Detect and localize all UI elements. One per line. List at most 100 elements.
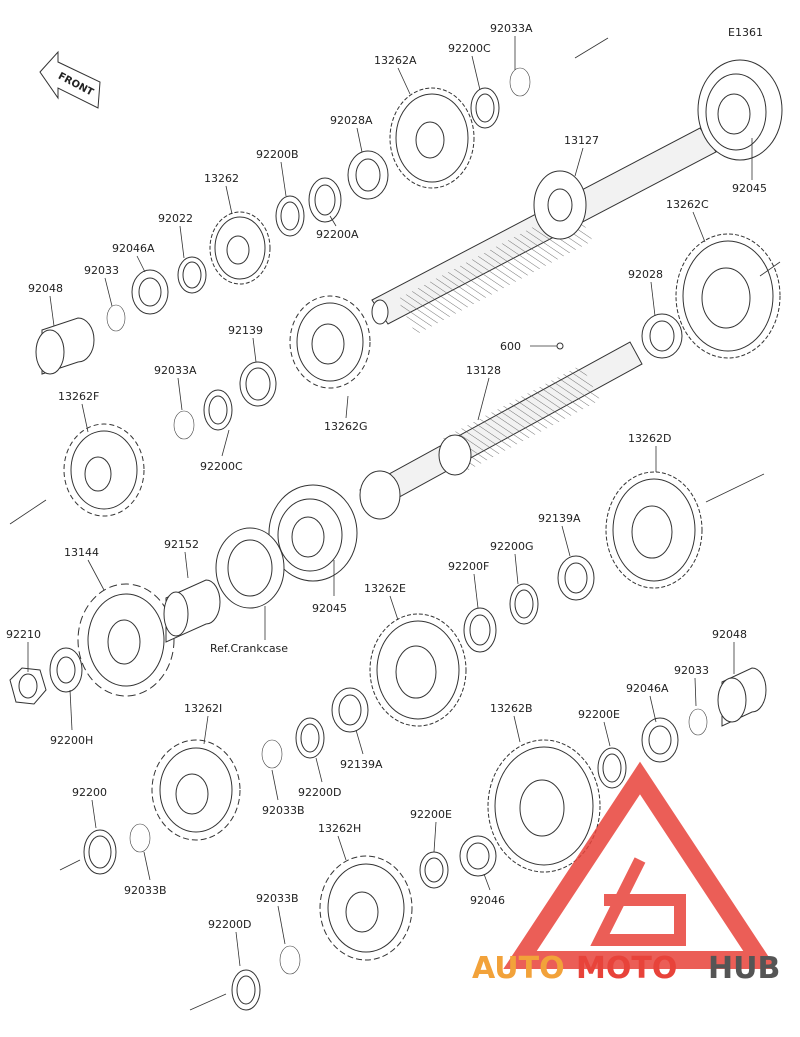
shaft-13127 <box>371 127 717 335</box>
collar-92152 <box>163 579 221 643</box>
label-13144: 13144 <box>64 546 99 559</box>
needle-bearing-92028A <box>347 150 389 200</box>
bearing-92045-top <box>697 59 783 161</box>
circlip-92033-right <box>688 708 708 736</box>
label-92200D-bot: 92200D <box>208 918 251 931</box>
ball-600 <box>556 342 564 350</box>
label-92022: 92022 <box>158 212 193 225</box>
circlip-92033B-bot <box>279 945 301 975</box>
label-13262D: 13262D <box>628 432 671 445</box>
gear-13262D <box>605 471 703 589</box>
washer-92200B <box>275 195 305 237</box>
label-92200A: 92200A <box>316 228 359 241</box>
oil-seal <box>215 527 285 609</box>
watermark-moto: MOTO <box>576 951 677 986</box>
label-13262A: 13262A <box>374 54 417 67</box>
label-92200C-mid: 92200C <box>200 460 243 473</box>
washer-92200H <box>49 647 83 693</box>
gear-13262G <box>289 295 371 389</box>
washer-92200 <box>83 829 117 875</box>
bearing-92045-mid <box>268 484 358 582</box>
watermark-logo-icon <box>503 761 777 969</box>
label-13262G: 13262G <box>324 420 368 433</box>
label-92200E-mid: 92200E <box>410 808 452 821</box>
label-92033B-mid: 92033B <box>262 804 305 817</box>
label-13262H: 13262H <box>318 822 361 835</box>
sprocket-13144 <box>77 583 175 697</box>
label-92152: 92152 <box>164 538 199 551</box>
front-arrow-icon: FRONT <box>39 50 101 109</box>
watermark-hub: HUB <box>708 951 780 986</box>
needle-bearing-92139A-mid <box>331 687 369 733</box>
label-92033B-bot: 92033B <box>256 892 299 905</box>
label-92045: 92045 <box>732 182 767 195</box>
circlip-92033A-mid <box>173 410 195 440</box>
label-92033B-left: 92033B <box>124 884 167 897</box>
nut-92210 <box>9 667 47 705</box>
washer-92200D-mid <box>295 717 325 759</box>
label-92139: 92139 <box>228 324 263 337</box>
label-92048-right: 92048 <box>712 628 747 641</box>
label-13262F: 13262F <box>58 390 99 403</box>
shaft-13128 <box>359 341 643 520</box>
label-92033A: 92033A <box>490 22 533 35</box>
label-92046A-right: 92046A <box>626 682 669 695</box>
needle-bearing-92139A-right <box>557 555 595 601</box>
gear-13262F <box>63 423 145 517</box>
label-92028A: 92028A <box>330 114 373 127</box>
label-92033A-mid: 92033A <box>154 364 197 377</box>
washer-92022 <box>177 256 207 294</box>
label-13262I: 13262I <box>184 702 222 715</box>
washer-92200C-mid <box>203 389 233 431</box>
label-13262B: 13262B <box>490 702 533 715</box>
gear-13262 <box>209 211 271 285</box>
washer-92200C-top <box>470 87 500 129</box>
gear-13262B <box>487 739 601 873</box>
bushing-92048-right <box>717 667 767 727</box>
gear-13262A <box>389 87 475 189</box>
needle-bearing-92046 <box>459 835 497 877</box>
washer-92200G <box>509 583 539 625</box>
washer-92200D-bot <box>231 969 261 1011</box>
label-92139A-right: 92139A <box>538 512 581 525</box>
label-92048: 92048 <box>28 282 63 295</box>
label-92200D-mid: 92200D <box>298 786 341 799</box>
leader-lines <box>27 36 753 967</box>
label-92200H: 92200H <box>50 734 93 747</box>
label-92210: 92210 <box>6 628 41 641</box>
label-92200C: 92200C <box>448 42 491 55</box>
label-ref-crankcase: Ref.Crankcase <box>210 642 288 655</box>
label-13127: 13127 <box>564 134 599 147</box>
label-92046A: 92046A <box>112 242 155 255</box>
watermark-auto: AUTO <box>472 951 565 986</box>
washer-92200F <box>463 607 497 653</box>
label-92033: 92033 <box>84 264 119 277</box>
washer-92200E-right <box>597 747 627 789</box>
label-13128: 13128 <box>466 364 501 377</box>
label-92045-mid: 92045 <box>312 602 347 615</box>
label-92200B: 92200B <box>256 148 299 161</box>
label-92046: 92046 <box>470 894 505 907</box>
label-92033-right: 92033 <box>674 664 709 677</box>
label-600: 600 <box>500 340 521 353</box>
label-13262C: 13262C <box>666 198 709 211</box>
part-labels: 92033A 92200C 13262A 92028A 13127 92200B… <box>6 22 767 931</box>
washer-92200A <box>308 177 342 223</box>
label-92028: 92028 <box>628 268 663 281</box>
gear-13262I <box>151 739 241 841</box>
diagram-code: E1361 <box>728 26 763 39</box>
needle-bearing-92046A-right <box>641 717 679 763</box>
washer-92200E-mid <box>419 851 449 889</box>
needle-bearing-92046A-top <box>131 269 169 315</box>
circlip-92033B-mid <box>261 739 283 769</box>
label-92200G: 92200G <box>490 540 534 553</box>
circlip-92033A-top <box>509 67 531 97</box>
axis-lines <box>9 37 781 1011</box>
bushing-92139 <box>239 361 277 407</box>
label-92200: 92200 <box>72 786 107 799</box>
bushing-92048-top <box>35 317 95 375</box>
gear-13262H <box>319 855 413 961</box>
circlip-92033B-left <box>129 823 151 853</box>
label-13262: 13262 <box>204 172 239 185</box>
